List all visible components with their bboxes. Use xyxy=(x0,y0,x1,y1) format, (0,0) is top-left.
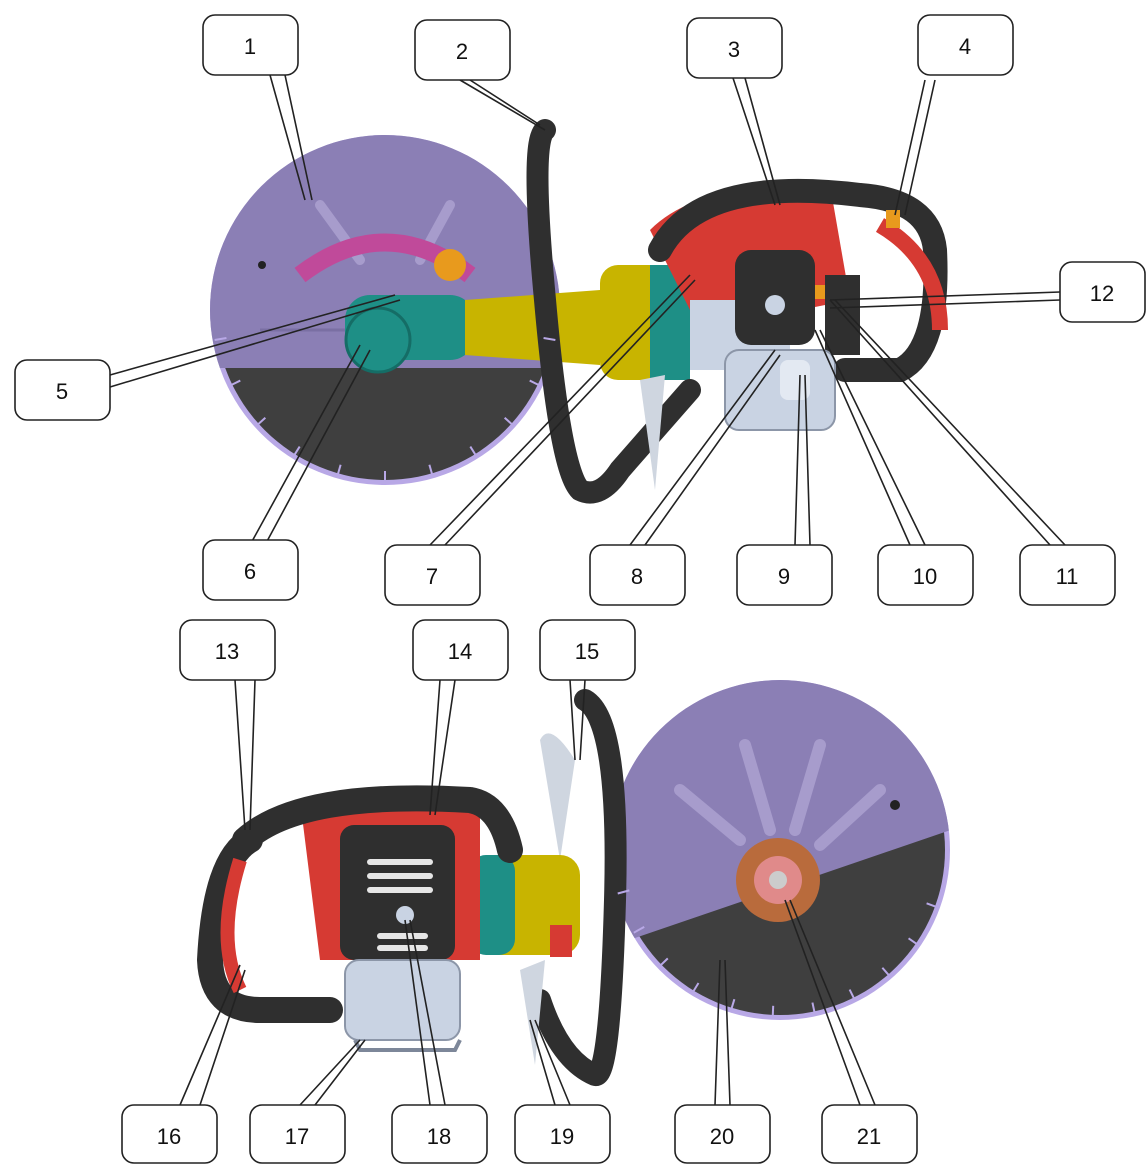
callout-box-12 xyxy=(1059,261,1146,323)
callout-box-2 xyxy=(414,19,511,81)
top-arm-tube xyxy=(465,290,600,365)
callout-box-15 xyxy=(539,619,636,681)
top-blade-tooth xyxy=(543,336,556,342)
callout-20: 20 xyxy=(710,1124,734,1149)
bottom-blade-tooth xyxy=(771,1005,775,1018)
callout-3: 3 xyxy=(728,37,740,62)
callout-box-4 xyxy=(917,14,1014,76)
bottom-blade-tooth xyxy=(811,1002,816,1015)
callout-box-5 xyxy=(14,359,111,421)
top-blade-tooth xyxy=(229,379,241,387)
callout-box-1 xyxy=(202,14,299,76)
callout-6: 6 xyxy=(244,559,256,584)
callout-box-9 xyxy=(736,544,833,606)
water-guard xyxy=(640,375,665,490)
callout-15: 15 xyxy=(575,639,599,664)
top-blade-tooth xyxy=(292,446,301,458)
callout-19: 19 xyxy=(550,1124,574,1149)
bottom-blade-guard xyxy=(610,680,950,950)
callout-4: 4 xyxy=(959,34,971,59)
callout-box-20 xyxy=(674,1104,771,1164)
bottom-blade-tooth xyxy=(881,967,891,978)
callout-2: 2 xyxy=(456,39,468,64)
callout-box-14 xyxy=(412,619,509,681)
bottom-front-handle xyxy=(529,689,627,1086)
callout-box-16 xyxy=(121,1104,218,1164)
callout-box-21 xyxy=(821,1104,918,1164)
tank-guard-rail xyxy=(353,1039,462,1052)
bottom-blade-tooth xyxy=(848,989,856,1001)
top-saw-view xyxy=(210,119,948,504)
bottom-blade-tooth xyxy=(617,889,630,895)
top-blade-tooth xyxy=(469,446,478,458)
callout-21: 21 xyxy=(857,1124,881,1149)
callout-17: 17 xyxy=(285,1124,309,1149)
callout-5: 5 xyxy=(56,379,68,404)
callout-box-6 xyxy=(202,539,299,601)
callout-13: 13 xyxy=(215,639,239,664)
top-blade-tooth xyxy=(428,464,434,477)
bottom-blade-tooth xyxy=(907,937,920,946)
top-blade-tooth xyxy=(336,464,342,477)
top-blade-tooth xyxy=(255,416,267,427)
bottom-blade-tooth xyxy=(729,998,736,1011)
callout-box-11 xyxy=(1019,544,1116,606)
callout-1: 1 xyxy=(244,34,256,59)
callout-box-7 xyxy=(384,544,481,606)
guard-rivet-2 xyxy=(890,800,900,810)
callout-box-8 xyxy=(589,544,686,606)
callout-box-3 xyxy=(686,17,783,79)
bottom-fuel-tank xyxy=(344,959,461,1041)
throttle-trigger xyxy=(886,210,900,228)
callout-14: 14 xyxy=(448,639,472,664)
top-rear-handle xyxy=(648,178,948,382)
callout-box-13 xyxy=(179,619,276,681)
callout-12: 12 xyxy=(1090,281,1114,306)
bottom-water-guard xyxy=(520,960,545,1065)
callout-box-19 xyxy=(514,1104,611,1164)
callout-16: 16 xyxy=(157,1124,181,1149)
callout-box-17 xyxy=(249,1104,346,1164)
top-blade-tooth xyxy=(214,336,227,342)
top-blade-tooth xyxy=(529,379,541,387)
callout-8: 8 xyxy=(631,564,643,589)
bottom-saw-view xyxy=(196,680,950,1086)
callout-box-18 xyxy=(391,1104,488,1164)
bottom-blade-tooth xyxy=(633,925,645,934)
callout-7: 7 xyxy=(426,564,438,589)
callout-11: 11 xyxy=(1056,564,1079,589)
top-front-handle xyxy=(526,119,701,504)
guard-rivet xyxy=(258,261,266,269)
callout-10: 10 xyxy=(913,564,937,589)
bottom-blade-tooth xyxy=(691,982,700,994)
top-blade-tooth xyxy=(503,416,515,427)
callout-18: 18 xyxy=(427,1124,451,1149)
bottom-blade-tooth xyxy=(658,957,669,968)
guard-lock-knob xyxy=(434,249,466,281)
callout-labels: 1 2 3 4 5 6 7 8 9 10 11 12 13 14 15 16 1… xyxy=(56,34,1114,1149)
bottom-blade-tooth xyxy=(926,902,939,909)
leader-lines xyxy=(109,74,1066,1106)
callout-box-10 xyxy=(877,544,974,606)
callout-9: 9 xyxy=(778,564,790,589)
callout-boxes xyxy=(14,14,1146,1164)
bottom-rear-handle xyxy=(196,785,523,1023)
